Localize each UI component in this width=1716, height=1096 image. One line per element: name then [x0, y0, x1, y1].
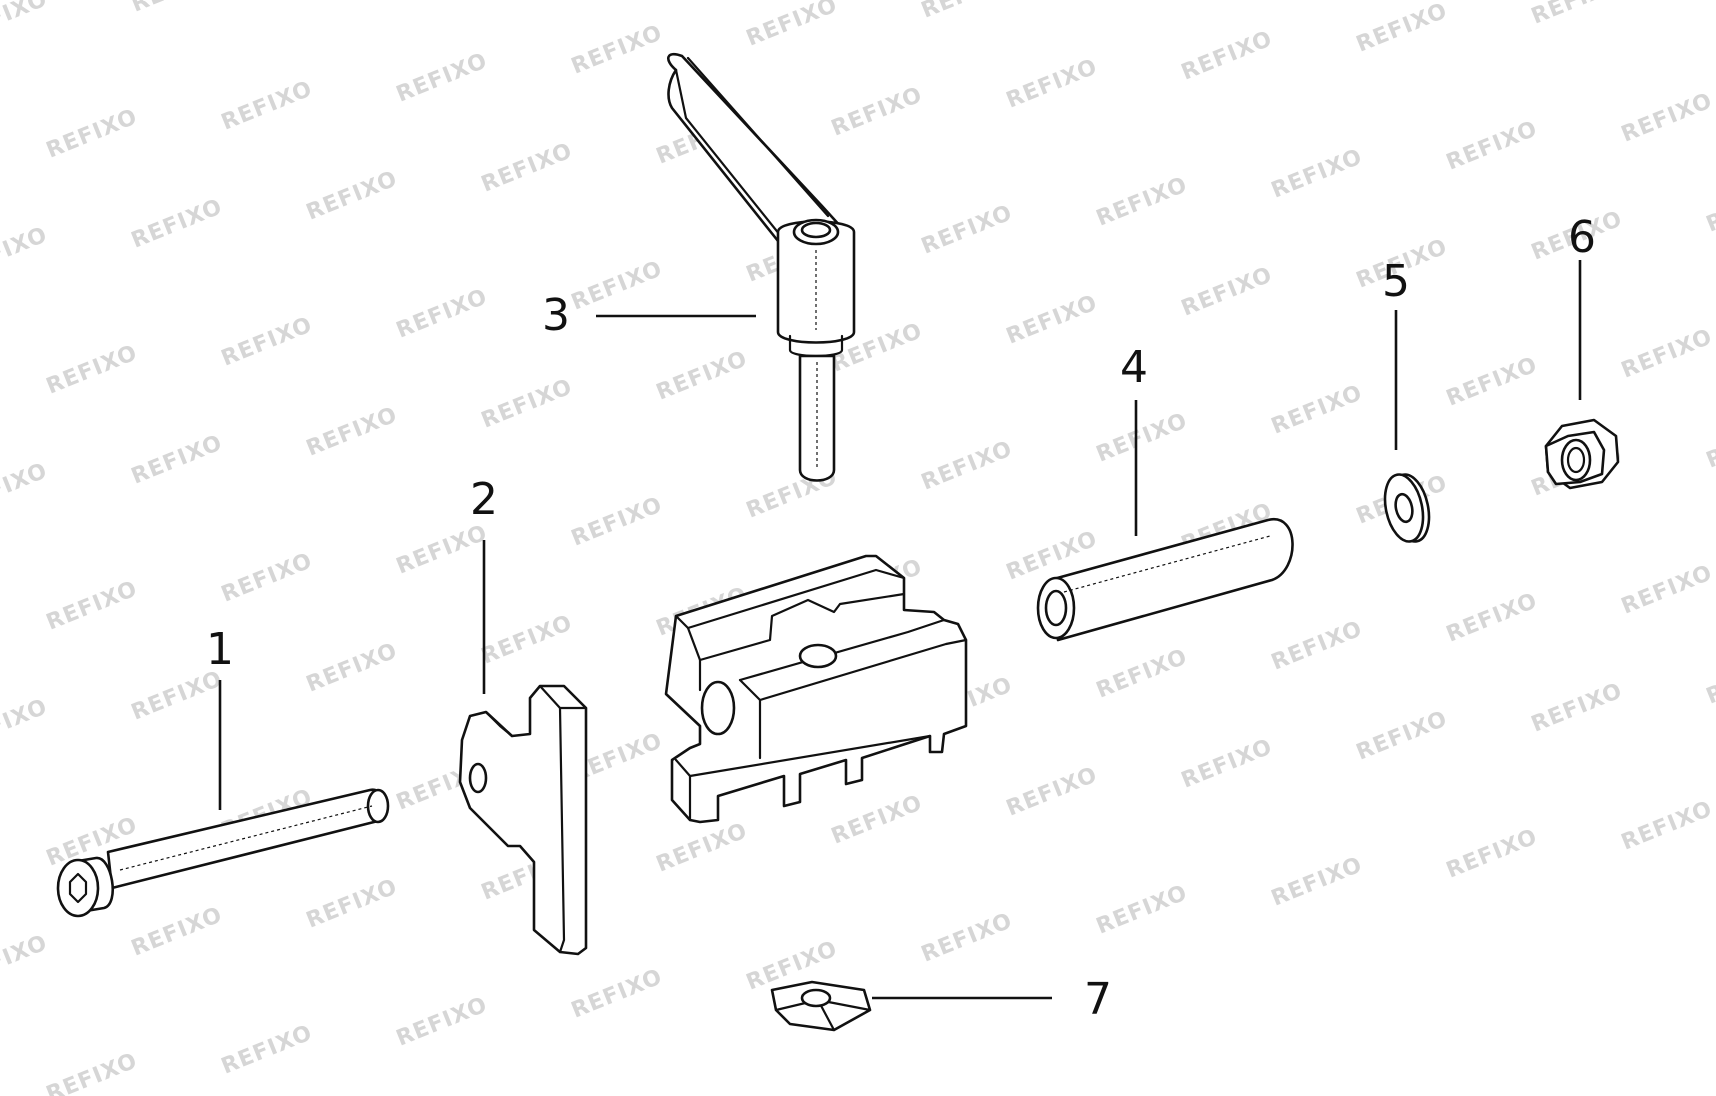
watermark-text: REFIXO — [1443, 588, 1541, 647]
watermark-text: REFIXO — [653, 346, 751, 405]
clamping-lever-icon — [667, 52, 856, 482]
watermark-text: REFIXO — [1003, 54, 1101, 113]
watermark-text: REFIXO — [1353, 706, 1451, 765]
watermark-text: REFIXO — [43, 104, 141, 163]
watermark-text: REFIXO — [218, 548, 316, 607]
watermark-text: REFIXO — [1268, 852, 1366, 911]
watermark-text: REFIXO — [1093, 408, 1191, 467]
watermark-text: REFIXO — [743, 0, 841, 52]
watermark-text: REFIXO — [393, 520, 491, 579]
watermark-text: REFIXO — [918, 200, 1016, 259]
watermark-text: REFIXO — [1093, 172, 1191, 231]
watermark-text: REFIXO — [1268, 380, 1366, 439]
watermark-text: REFIXO — [1178, 734, 1276, 793]
watermark-text: REFIXO — [1178, 26, 1276, 85]
plate-bracket-icon — [458, 684, 588, 956]
watermark-text: REFIXO — [218, 1020, 316, 1079]
callout-3: 3 — [542, 290, 570, 341]
callout-7: 7 — [1084, 974, 1112, 1025]
watermark-text: REFIXO — [653, 818, 751, 877]
watermark-text: REFIXO — [1618, 324, 1716, 383]
watermark-text: REFIXO — [303, 874, 401, 933]
watermark-text: REFIXO — [303, 166, 401, 225]
watermark-text: REFIXO — [128, 0, 226, 18]
watermark-text: REFIXO — [303, 638, 401, 697]
watermark-text: REFIXO — [128, 902, 226, 961]
watermark-text: REFIXO — [568, 20, 666, 79]
watermark-text: REFIXO — [393, 284, 491, 343]
watermark-text: REFIXO — [218, 312, 316, 371]
watermark-text: REFIXO — [0, 694, 51, 753]
leader-lines — [218, 260, 1582, 1000]
watermark-text: REFIXO — [1703, 178, 1716, 237]
watermark-text: REFIXO — [43, 1048, 141, 1096]
callout-2: 2 — [470, 474, 498, 525]
watermark-text: REFIXO — [1528, 678, 1626, 737]
watermark-text: REFIXO — [1443, 116, 1541, 175]
watermark-text: REFIXO — [43, 576, 141, 635]
watermark-text: REFIXO — [0, 0, 51, 46]
watermark-text: REFIXO — [128, 430, 226, 489]
callout-6: 6 — [1568, 212, 1596, 263]
watermark-text: REFIXO — [393, 992, 491, 1051]
watermark-text: REFIXO — [478, 138, 576, 197]
watermark-text: REFIXO — [0, 458, 51, 517]
watermark-text: REFIXO — [1178, 262, 1276, 321]
watermark-text: REFIXO — [1703, 414, 1716, 473]
watermark-text: REFIXO — [828, 82, 926, 141]
watermark-text: REFIXO — [128, 194, 226, 253]
watermark-text: REFIXO — [1003, 290, 1101, 349]
watermark-text: REFIXO — [1618, 560, 1716, 619]
watermark-text: REFIXO — [128, 666, 226, 725]
socket-head-screw-icon — [56, 788, 390, 918]
watermark-text: REFIXO — [828, 790, 926, 849]
watermark-text: REFIXO — [1353, 0, 1451, 58]
watermark-text: REFIXO — [478, 374, 576, 433]
watermark-text: REFIXO — [1703, 650, 1716, 709]
watermark-text: REFIXO — [218, 76, 316, 135]
callout-labels: 1 2 3 4 5 6 7 — [206, 212, 1596, 1025]
watermark-text: REFIXO — [568, 492, 666, 551]
callout-1: 1 — [206, 624, 234, 675]
square-nut-icon — [770, 980, 872, 1032]
watermark-text: REFIXO — [1268, 144, 1366, 203]
watermark-text: REFIXO — [43, 340, 141, 399]
watermark-text: REFIXO — [1528, 0, 1626, 30]
hex-nut-icon — [1544, 418, 1620, 490]
callout-5: 5 — [1382, 256, 1410, 307]
watermark-text: REFIXO — [1443, 352, 1541, 411]
watermark-text: REFIXO — [1618, 88, 1716, 147]
watermark-text: REFIXO — [1093, 880, 1191, 939]
watermark-text: REFIXO — [568, 256, 666, 315]
watermark-text: REFIXO — [1093, 644, 1191, 703]
watermark-text: REFIXO — [0, 930, 51, 989]
sleeve-tube-icon — [1036, 518, 1294, 642]
washer-icon — [1383, 473, 1431, 543]
watermark-text: REFIXO — [0, 222, 51, 281]
watermark-text: REFIXO — [1268, 616, 1366, 675]
watermark-text: REFIXO — [303, 402, 401, 461]
watermark-text: REFIXO — [568, 964, 666, 1023]
watermark-text: REFIXO — [478, 610, 576, 669]
watermark-text: REFIXO — [1003, 762, 1101, 821]
watermark-text: REFIXO — [918, 436, 1016, 495]
guide-block-icon — [664, 554, 968, 824]
watermark-text: REFIXO — [918, 908, 1016, 967]
watermark-text: REFIXO — [1703, 0, 1716, 2]
watermark-text: REFIXO — [1443, 824, 1541, 883]
watermark-text: REFIXO — [918, 0, 1016, 24]
watermark-text: REFIXO — [393, 48, 491, 107]
callout-4: 4 — [1120, 342, 1148, 393]
watermark-text: REFIXO — [1618, 796, 1716, 855]
